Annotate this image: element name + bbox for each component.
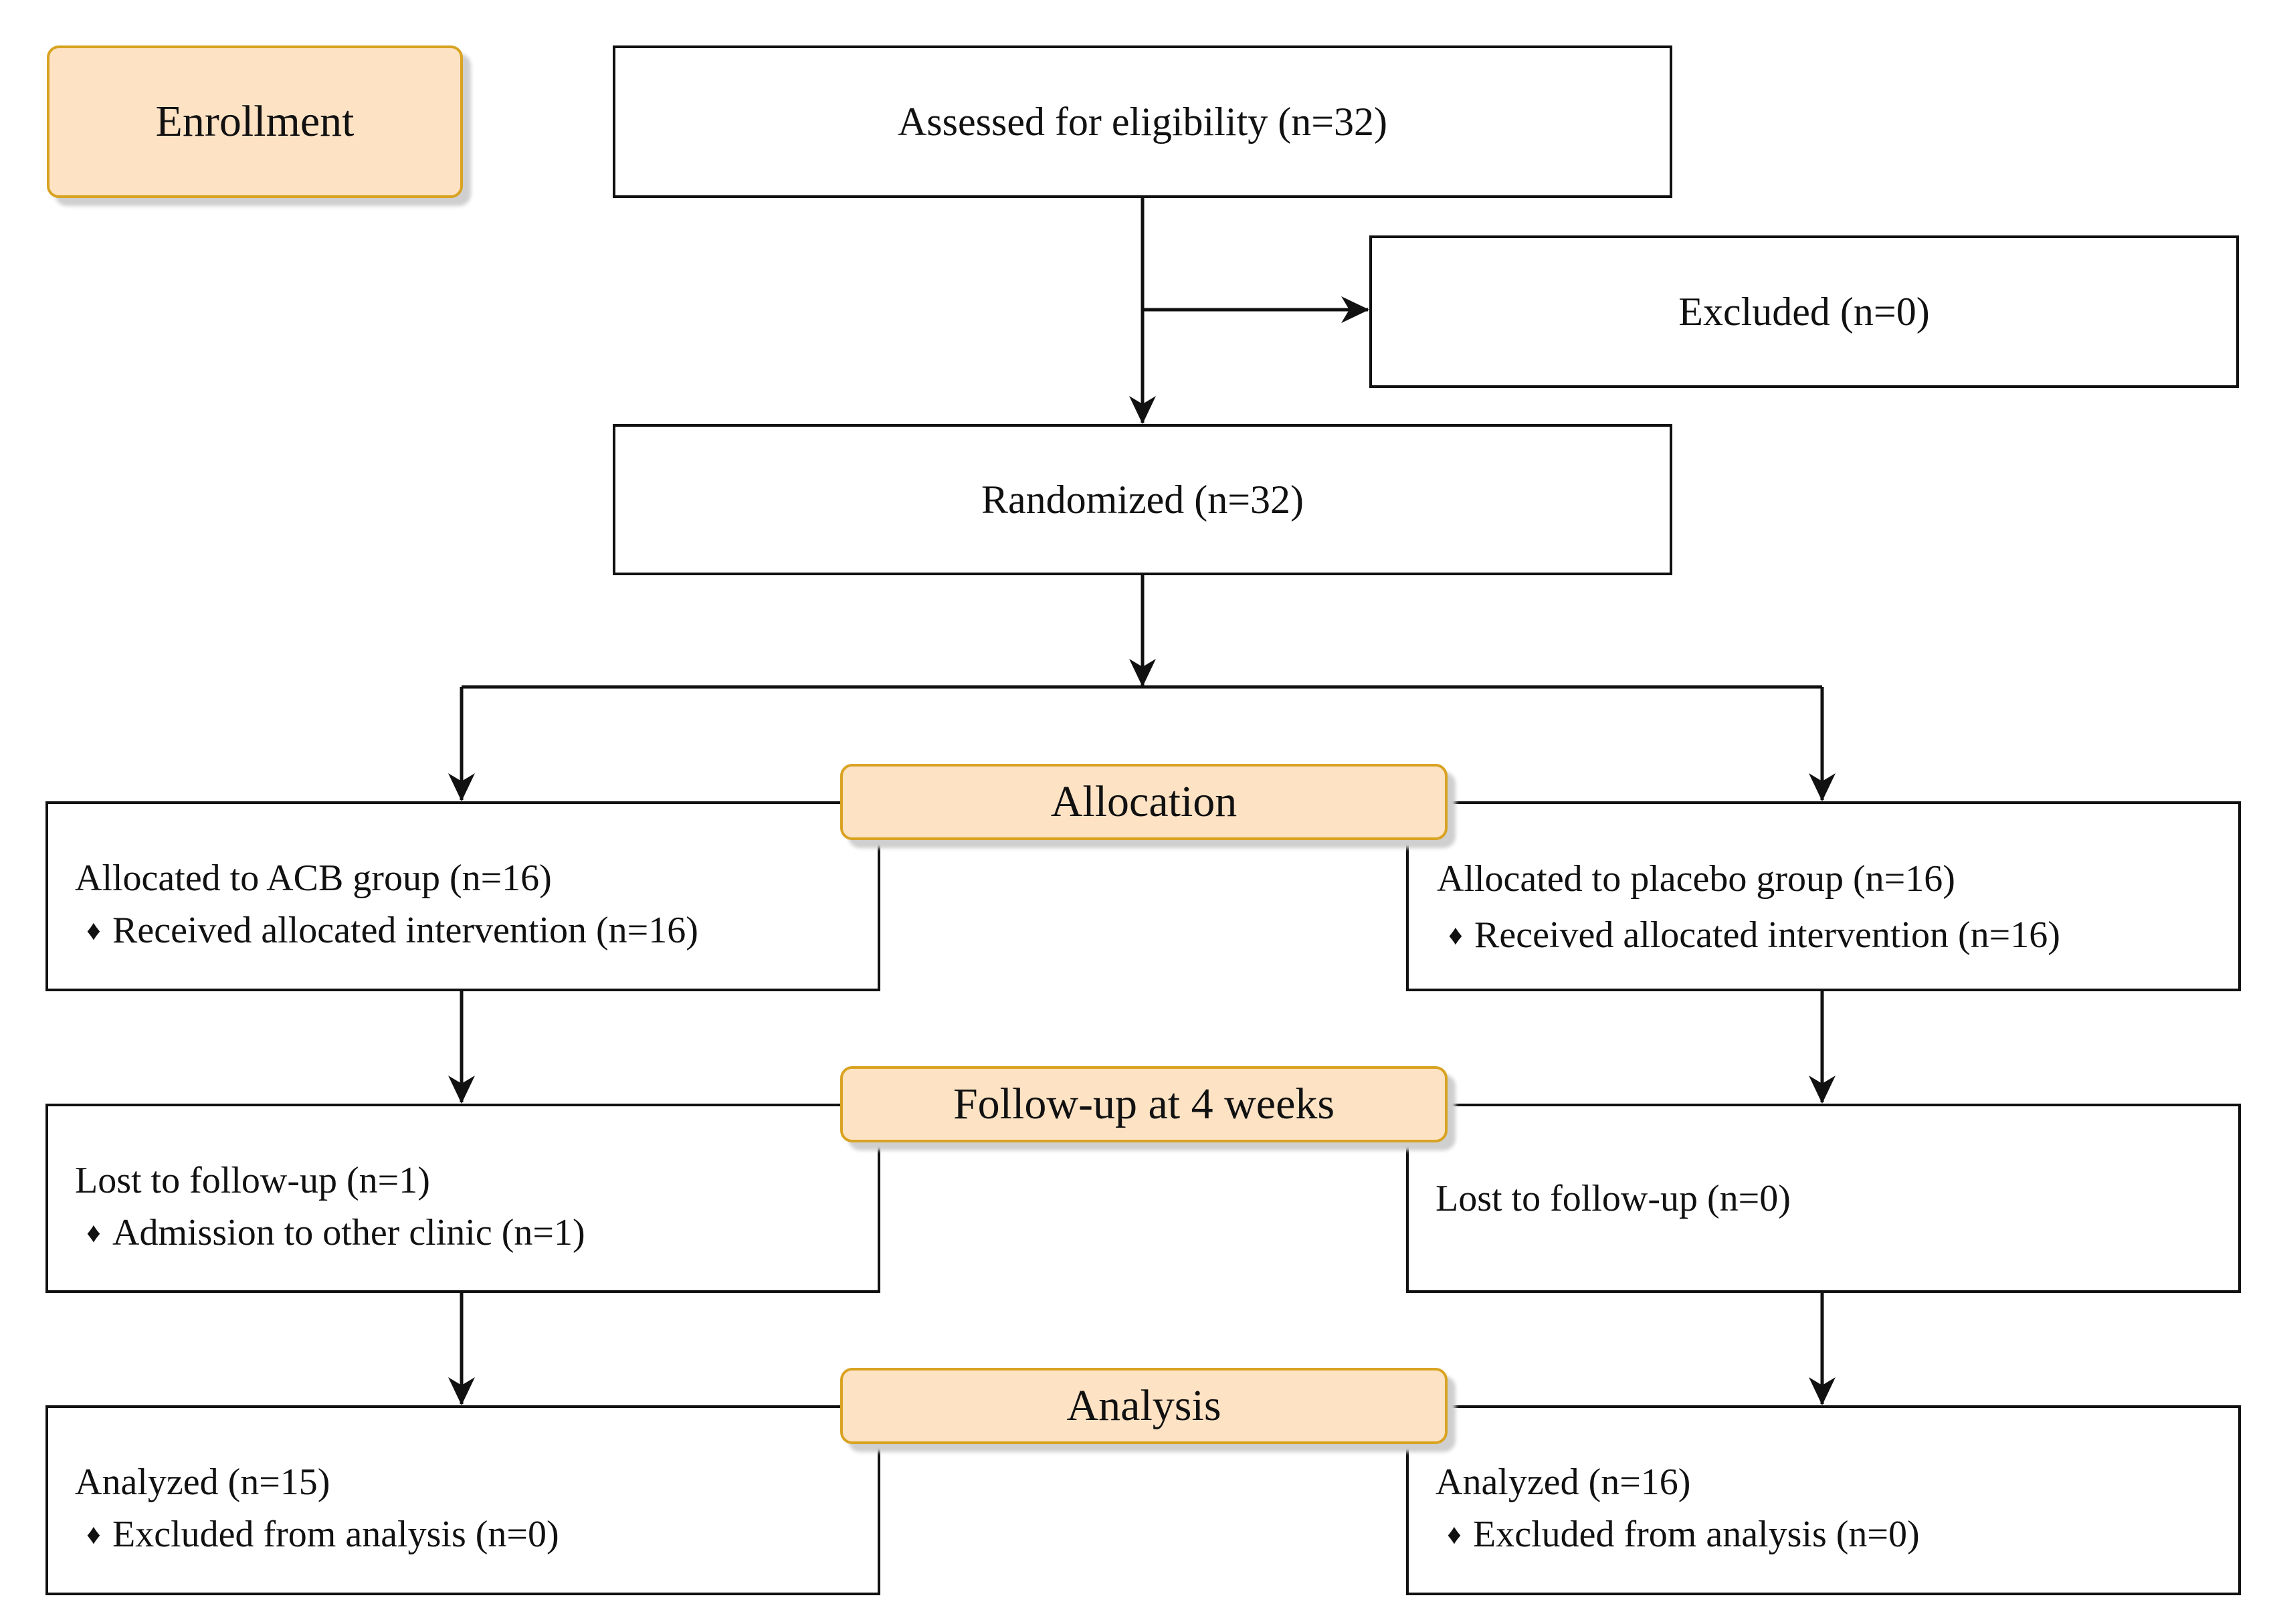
acb-analysis-box: Analyzed (n=15) ♦ Excluded from analysis … — [45, 1405, 880, 1595]
placebo-allocated-line2: ♦ Received allocated intervention (n=16) — [1437, 907, 2238, 964]
stage-allocation: Allocation — [840, 764, 1448, 840]
placebo-followup-box: Lost to follow-up (n=0) — [1406, 1104, 2241, 1293]
stage-analysis: Analysis — [840, 1368, 1448, 1444]
acb-followup-box: Lost to follow-up (n=1) ♦ Admission to ot… — [45, 1104, 880, 1293]
stage-followup: Follow-up at 4 weeks — [840, 1066, 1448, 1142]
diamond-bullet-icon: ♦ — [86, 916, 101, 946]
acb-analysis-line2: ♦ Excluded from analysis (n=0) — [75, 1508, 878, 1561]
assessed-box: Assessed for eligibility (n=32) — [613, 45, 1672, 198]
placebo-allocated-line2-text: Received allocated intervention (n=16) — [1474, 914, 2060, 956]
placebo-analysis-line2-text: Excluded from analysis (n=0) — [1473, 1514, 1920, 1555]
acb-allocated-line2-text: Received allocated intervention (n=16) — [112, 910, 698, 951]
placebo-analysis-box: Analyzed (n=16) ♦ Excluded from analysis … — [1406, 1405, 2241, 1595]
acb-allocated-line1: Allocated to ACB group (n=16) — [75, 857, 552, 899]
diamond-bullet-icon: ♦ — [86, 1218, 101, 1249]
acb-followup-line2-text: Admission to other clinic (n=1) — [112, 1212, 585, 1253]
diamond-bullet-icon: ♦ — [1447, 1520, 1462, 1550]
assessed-text: Assessed for eligibility (n=32) — [897, 99, 1388, 144]
excluded-text: Excluded (n=0) — [1678, 289, 1930, 334]
acb-followup-line2: ♦ Admission to other clinic (n=1) — [75, 1207, 878, 1259]
acb-analysis-line1: Analyzed (n=15) — [75, 1461, 330, 1503]
acb-allocated-box: Allocated to ACB group (n=16) ♦ Received … — [45, 801, 880, 991]
placebo-followup-line1: Lost to follow-up (n=0) — [1436, 1177, 1791, 1219]
placebo-analysis-line2: ♦ Excluded from analysis (n=0) — [1436, 1508, 2238, 1561]
randomized-box: Randomized (n=32) — [613, 424, 1672, 575]
placebo-allocated-box: Allocated to placebo group (n=16) ♦ Recei… — [1406, 801, 2241, 991]
placebo-allocated-line1: Allocated to placebo group (n=16) — [1437, 858, 1955, 900]
diamond-bullet-icon: ♦ — [1448, 920, 1463, 951]
stage-enrollment: Enrollment — [47, 45, 463, 198]
randomized-text: Randomized (n=32) — [981, 477, 1304, 522]
acb-allocated-line2: ♦ Received allocated intervention (n=16) — [75, 904, 878, 957]
acb-followup-line1: Lost to follow-up (n=1) — [75, 1160, 430, 1201]
diamond-bullet-icon: ♦ — [86, 1520, 101, 1550]
acb-analysis-line2-text: Excluded from analysis (n=0) — [112, 1514, 559, 1555]
excluded-box: Excluded (n=0) — [1369, 235, 2239, 388]
placebo-analysis-line1: Analyzed (n=16) — [1436, 1461, 1691, 1503]
